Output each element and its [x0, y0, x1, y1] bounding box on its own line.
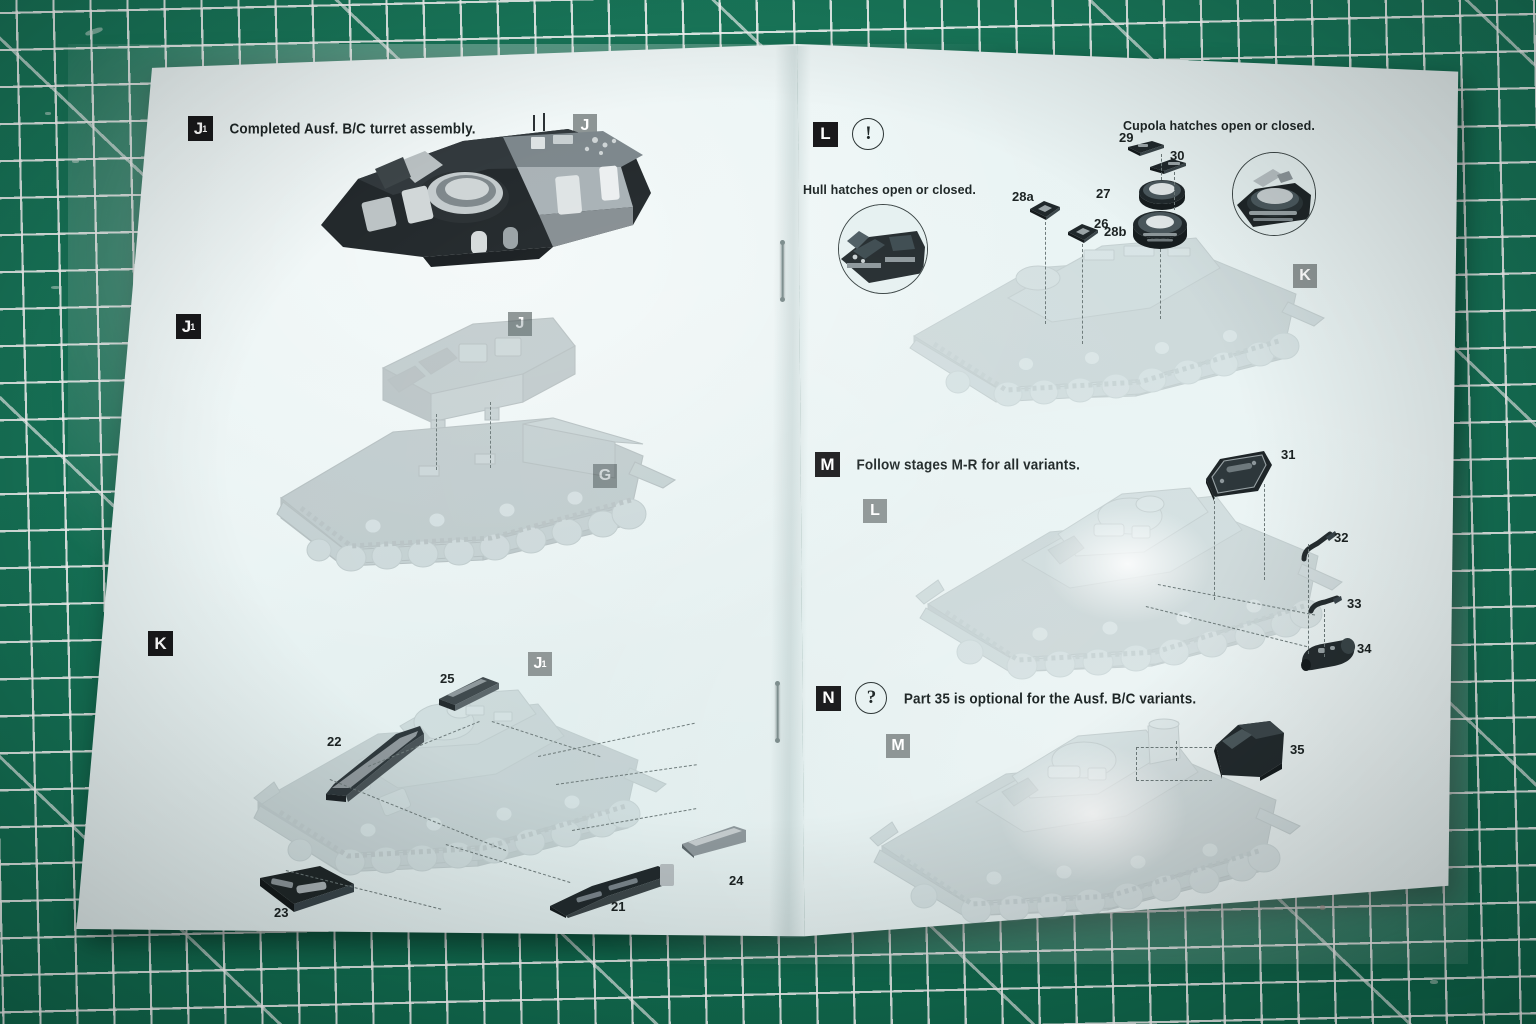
part-number-25: 25: [440, 671, 455, 686]
mat-speck: [45, 112, 51, 115]
part-23-illustration: [258, 864, 358, 914]
part-22-illustration: [320, 712, 430, 804]
assembly-guide-line: [1214, 496, 1215, 600]
part-number-22: 22: [327, 734, 342, 749]
left-page-content: J Completed Ausf. B/C turret assembly. J: [68, 44, 1468, 964]
hull-and-superstructure-illustration: [223, 302, 703, 582]
part-number-28b: 28b: [1104, 224, 1127, 239]
part-26-illustration: [1131, 209, 1189, 249]
step-n-instruction-text: Part 35 is optional for the Ausf. B/C va…: [903, 690, 1197, 706]
right-page-content: L ! Hull hatches open or closed. Cupola …: [68, 44, 1468, 964]
mat-speck: [51, 286, 60, 289]
part-number-28a: 28a: [1012, 189, 1034, 204]
subassembly-badge-k: K: [1293, 264, 1317, 288]
part-number-32: 32: [1334, 530, 1349, 545]
part-35-illustration: [1208, 719, 1290, 781]
assembly-guide-line: [1082, 244, 1083, 344]
part-number-33: 33: [1347, 596, 1362, 611]
step-j1-top: J Completed Ausf. B/C turret assembly.: [188, 116, 708, 141]
step-instruction-text: Completed Ausf. B/C turret assembly.: [229, 120, 476, 137]
assembly-guide-line: [436, 414, 437, 470]
assembly-guide-line: [1324, 609, 1325, 657]
part-number-24: 24: [729, 873, 744, 888]
part-number-35: 35: [1290, 742, 1305, 757]
part-25-illustration: [433, 671, 503, 711]
step-l: L !: [813, 118, 885, 150]
staple-top: [779, 239, 785, 302]
step-badge-j1: J: [188, 116, 213, 141]
step-badge-l: L: [813, 121, 838, 147]
subassembly-badge-m: M: [886, 734, 910, 758]
turret-assembly-illustration: [303, 107, 663, 272]
step-m-tank-illustration: [898, 454, 1348, 694]
instruction-booklet: J Completed Ausf. B/C turret assembly. J: [68, 44, 1468, 964]
part-29-illustration: [1126, 139, 1166, 157]
assembly-guide-line: [1161, 154, 1162, 180]
step-badge-n: N: [816, 685, 841, 711]
assembly-guide-line: [1045, 222, 1046, 324]
step-l-tank-illustration: [888, 214, 1328, 407]
note-hull-hatches: Hull hatches open or closed.: [803, 183, 976, 197]
part-number-29: 29: [1119, 130, 1134, 145]
subassembly-badge-g: G: [593, 464, 617, 488]
part-27-illustration: [1137, 177, 1187, 210]
note-cupola-hatches: Cupola hatches open or closed.: [1123, 119, 1315, 133]
step-k: K: [148, 631, 173, 656]
assembly-guide-line: [1160, 249, 1161, 319]
part-number-31: 31: [1281, 447, 1296, 462]
mat-speck: [1430, 980, 1438, 984]
step-n: N ? Part 35 is optional for the Ausf. B/…: [816, 682, 1196, 714]
part-33-illustration: [1308, 595, 1343, 619]
step-j1-middle: J: [176, 314, 201, 339]
assembly-guide-line: [1308, 544, 1309, 654]
hull-hatch-detail-inset: [838, 204, 928, 294]
subassembly-badge-j1-k: J: [528, 652, 552, 676]
exclamation-circle-icon: !: [852, 118, 885, 150]
assembly-guide-line: [490, 402, 491, 468]
step-badge-k: K: [148, 631, 173, 656]
step-k-tank-illustration: [228, 652, 668, 902]
assembly-guide-line: [1176, 741, 1177, 761]
assembly-guide-line: [1136, 780, 1212, 781]
subassembly-badge-j-middle: J: [508, 312, 532, 336]
assembly-guide-line: [1136, 747, 1212, 748]
step-badge-m: M: [815, 452, 840, 477]
assembly-guide-line: [1264, 484, 1265, 580]
part-24-illustration: [680, 822, 750, 860]
part-30-illustration: [1148, 157, 1188, 175]
assembly-guide-line: [1136, 747, 1137, 780]
subassembly-badge-l: L: [863, 499, 887, 523]
step-m-instruction-text: Follow stages M-R for all variants.: [856, 456, 1080, 473]
part-number-21: 21: [611, 899, 626, 914]
part-31-illustration: [1202, 449, 1276, 501]
part-28a-illustration: [1028, 199, 1062, 221]
part-number-34: 34: [1357, 641, 1372, 656]
part-28b-illustration: [1066, 222, 1100, 244]
part-number-26: 26: [1094, 216, 1109, 231]
assembly-guide-line: [1174, 172, 1175, 210]
part-21-illustration: [548, 862, 678, 918]
part-32-illustration: [1300, 529, 1338, 565]
staple-bottom: [775, 681, 781, 744]
part-number-30: 30: [1170, 148, 1185, 163]
part-34-illustration: [1296, 632, 1358, 674]
part-number-27: 27: [1096, 186, 1111, 201]
step-badge-j1-middle: J: [176, 314, 201, 339]
part-number-23: 23: [274, 905, 289, 920]
cupola-hatch-detail-inset: [1232, 152, 1316, 236]
step-m: M Follow stages M-R for all variants.: [815, 452, 1080, 477]
